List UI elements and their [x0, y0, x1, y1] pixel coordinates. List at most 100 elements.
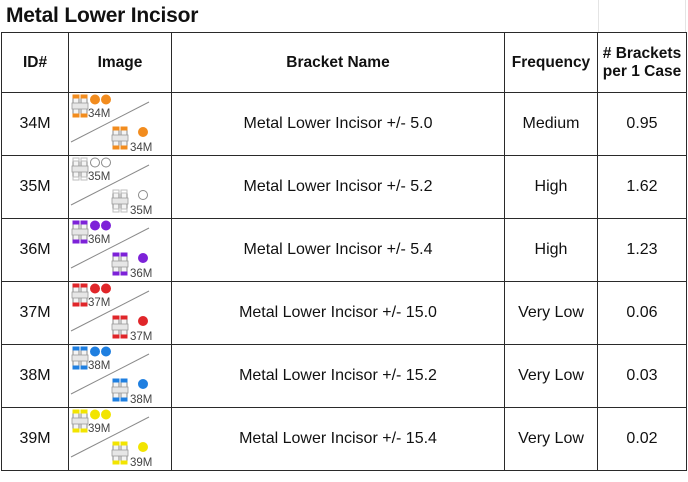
cell-brackets-per-case: 0.06 — [597, 281, 687, 345]
color-dot-icon — [90, 94, 100, 105]
cell-bracket-name: Metal Lower Incisor +/- 5.0 — [171, 92, 505, 156]
sheet-title: Metal Lower Incisor — [6, 4, 199, 27]
bracket-icon — [111, 189, 129, 213]
bracket-code-label: 39M — [130, 457, 152, 469]
cell-id: 34M — [1, 92, 69, 156]
color-dot-icon — [138, 190, 148, 200]
bracket-thumbnail: 36M 36M — [70, 220, 152, 280]
divider-line — [70, 164, 150, 206]
bracket-icon — [71, 94, 89, 118]
cell-brackets-per-case: 0.03 — [597, 344, 687, 408]
bracket-code-label: 34M — [130, 142, 152, 154]
bracket-code-label: 36M — [130, 268, 152, 280]
color-dot-icon — [101, 94, 111, 105]
color-dot-icon — [138, 379, 148, 389]
header-id: ID# — [1, 32, 69, 93]
cell-bracket-name: Metal Lower Incisor +/- 15.0 — [171, 281, 505, 345]
color-dot-icon — [90, 220, 100, 231]
divider-line — [70, 290, 150, 332]
bracket-icon — [71, 283, 89, 307]
bracket-icon — [111, 252, 129, 276]
header-brackets-line2: per 1 Case — [602, 62, 682, 80]
cell-frequency: Very Low — [504, 344, 598, 408]
cell-brackets-per-case: 1.62 — [597, 155, 687, 219]
grid-line — [685, 0, 686, 33]
cell-brackets-per-case: 0.95 — [597, 92, 687, 156]
bracket-code-label: 34M — [88, 108, 110, 120]
color-dot-icon — [138, 127, 148, 137]
color-dot-icon — [138, 253, 148, 263]
cell-bracket-name: Metal Lower Incisor +/- 5.2 — [171, 155, 505, 219]
cell-id: 37M — [1, 281, 69, 345]
cell-brackets-per-case: 1.23 — [597, 218, 687, 282]
bracket-icon — [111, 441, 129, 465]
color-dot-icon — [101, 220, 111, 231]
cell-id: 36M — [1, 218, 69, 282]
bracket-code-label: 35M — [130, 205, 152, 217]
divider-line — [70, 227, 150, 269]
color-dot-icon — [90, 283, 100, 294]
bracket-icon — [71, 220, 89, 244]
cell-image: 36M 36M — [68, 218, 172, 282]
cell-frequency: Very Low — [504, 407, 598, 471]
header-frequency: Frequency — [504, 32, 598, 93]
cell-id: 35M — [1, 155, 69, 219]
cell-frequency: High — [504, 155, 598, 219]
cell-image: 38M 38M — [68, 344, 172, 408]
cell-frequency: Medium — [504, 92, 598, 156]
cell-id: 38M — [1, 344, 69, 408]
cell-frequency: Very Low — [504, 281, 598, 345]
cell-bracket-name: Metal Lower Incisor +/- 5.4 — [171, 218, 505, 282]
color-dot-icon — [90, 157, 100, 168]
bracket-code-label: 38M — [130, 394, 152, 406]
bracket-icon — [111, 378, 129, 402]
color-dot-icon — [138, 316, 148, 326]
color-dot-icon — [101, 346, 111, 357]
color-dot-icon — [138, 442, 148, 452]
cell-bracket-name: Metal Lower Incisor +/- 15.4 — [171, 407, 505, 471]
divider-line — [70, 353, 150, 395]
bracket-thumbnail: 37M 37M — [70, 283, 152, 343]
divider-line — [70, 416, 150, 458]
cell-image: 34M 34M — [68, 92, 172, 156]
color-dot-icon — [101, 283, 111, 294]
bracket-code-label: 38M — [88, 360, 110, 372]
bracket-code-label: 37M — [88, 297, 110, 309]
bracket-icon — [71, 157, 89, 181]
header-image: Image — [68, 32, 172, 93]
bracket-thumbnail: 39M 39M — [70, 409, 152, 469]
bracket-thumbnail: 34M 34M — [70, 94, 152, 154]
header-brackets-per-case: # Brackets per 1 Case — [597, 32, 687, 93]
header-row: ID# Image Bracket Name Frequency # Brack… — [1, 32, 687, 93]
bracket-table: ID# Image Bracket Name Frequency # Brack… — [1, 32, 687, 471]
bracket-thumbnail: 38M 38M — [70, 346, 152, 406]
bracket-icon — [111, 126, 129, 150]
header-brackets-line1: # Brackets — [602, 44, 682, 62]
bracket-code-label: 36M — [88, 234, 110, 246]
title-bar: Metal Lower Incisor — [0, 0, 688, 33]
header-bracket-name: Bracket Name — [171, 32, 505, 93]
bracket-icon — [71, 409, 89, 433]
cell-bracket-name: Metal Lower Incisor +/- 15.2 — [171, 344, 505, 408]
cell-image: 37M 37M — [68, 281, 172, 345]
cell-image: 39M 39M — [68, 407, 172, 471]
cell-brackets-per-case: 0.02 — [597, 407, 687, 471]
grid-line — [598, 0, 599, 33]
divider-line — [70, 101, 150, 143]
bracket-icon — [111, 315, 129, 339]
color-dot-icon — [101, 157, 111, 168]
bracket-code-label: 37M — [130, 331, 152, 343]
bracket-code-label: 39M — [88, 423, 110, 435]
color-dot-icon — [90, 346, 100, 357]
color-dot-icon — [101, 409, 111, 420]
cell-frequency: High — [504, 218, 598, 282]
bracket-icon — [71, 346, 89, 370]
